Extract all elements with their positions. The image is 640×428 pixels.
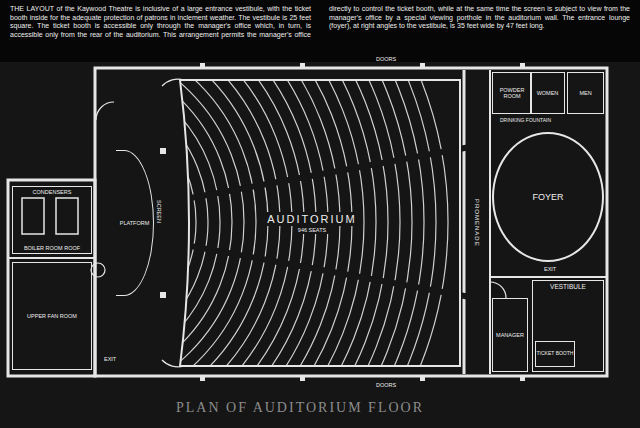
promenade-wall	[489, 70, 491, 374]
condenser-symbol	[56, 198, 78, 234]
room-label: VESTIBULE	[550, 283, 586, 290]
plan-label: SCREEN	[156, 200, 162, 223]
condenser-symbol	[22, 198, 44, 234]
room-label: WOMEN	[537, 90, 559, 96]
room-label: POWDER ROOM	[493, 87, 531, 100]
room-box: POWDER ROOM	[492, 72, 532, 114]
plan-label: DOORS	[376, 56, 396, 62]
booth-box: TICKET BOOTH	[535, 341, 575, 367]
plan-label: EXIT	[544, 266, 556, 272]
room-label: 946 SEATS	[295, 226, 329, 234]
partition-wall	[8, 257, 95, 259]
room-label: PLATFORM	[120, 220, 150, 226]
door-arc	[96, 102, 114, 120]
aisles	[185, 147, 470, 297]
foyer-circle: FOYER	[492, 132, 604, 262]
room-label: PROMENADE	[474, 199, 481, 247]
room-label: AUDITORIUM	[264, 212, 359, 227]
room-label: FOYER	[532, 192, 563, 202]
door-arc	[490, 282, 506, 298]
office-box: MANAGER	[492, 298, 528, 372]
boiler-wall	[8, 180, 95, 376]
stair-symbol	[91, 263, 105, 277]
plan-title: PLAN OF AUDITORIUM FLOOR	[0, 400, 600, 416]
auditorium-rear-wall	[463, 70, 466, 374]
seat-rows	[0, 0, 448, 428]
room-box: WOMEN	[530, 72, 565, 114]
room-label: TICKET BOOTH	[537, 351, 574, 357]
plan-label: EXIT	[104, 356, 116, 362]
plan-label: DOORS	[376, 382, 396, 388]
vestibule-wall	[490, 276, 607, 278]
auditorium-area: AUDITORIUM946 SEATS	[160, 76, 464, 370]
room-label: MEN	[579, 90, 591, 96]
outer-wall	[95, 68, 607, 376]
platform-box: PLATFORM	[116, 150, 154, 296]
room-box: UPPER FAN ROOM	[12, 262, 92, 370]
room-label: UPPER FAN ROOM	[27, 313, 77, 319]
room-box: CONDENSERS BOILER ROOM ROOF	[12, 186, 92, 254]
room-label: CONDENSERS	[33, 189, 72, 195]
vestibule-box: VESTIBULE TICKET BOOTH	[532, 280, 604, 372]
room-label: BOILER ROOM ROOF	[24, 245, 80, 251]
plan-label: DRINKING FOUNTAIN	[500, 118, 551, 124]
promenade-strip: PROMENADE	[467, 82, 487, 364]
room-box: MEN	[567, 72, 604, 114]
caption-text: THE LAYOUT of the Kaywood Theatre is inc…	[10, 5, 630, 39]
room-label: MANAGER	[496, 332, 524, 338]
